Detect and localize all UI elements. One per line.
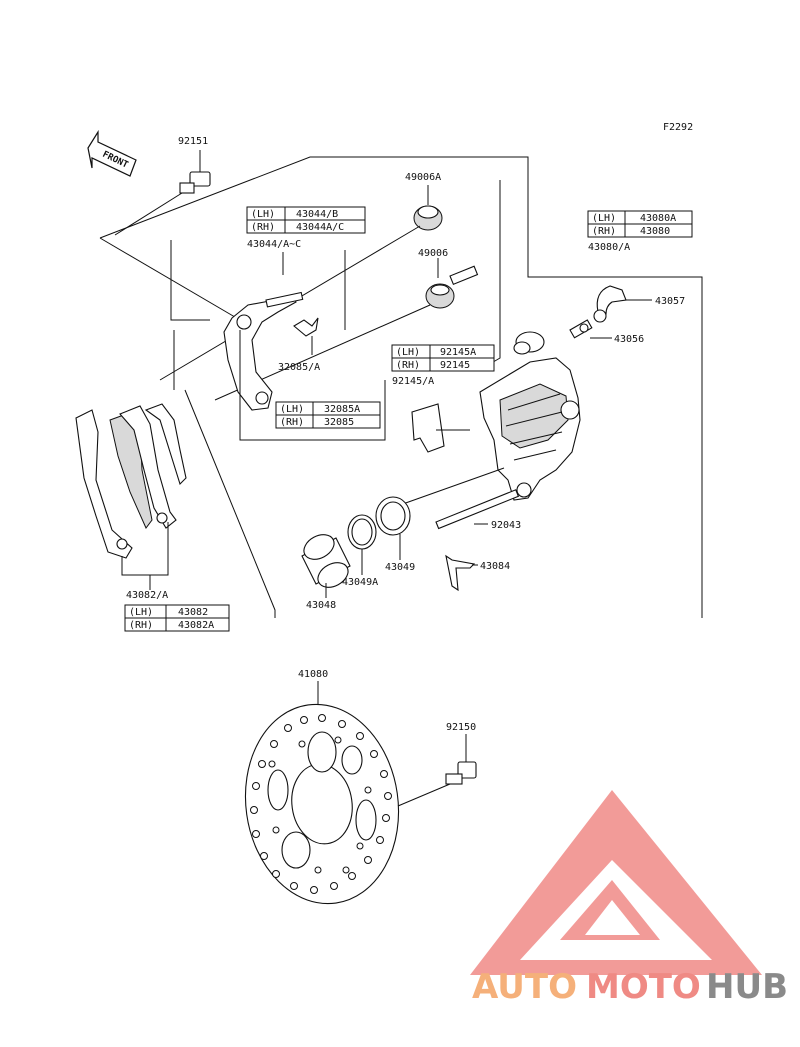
label-92151: 92151 <box>178 136 208 147</box>
t92145-lh-label: (LH) <box>396 347 420 358</box>
t43044-rh-val: 43044A/C <box>296 222 344 233</box>
t32085-rh-val: 32085 <box>324 417 354 428</box>
clip-32085 <box>293 317 319 355</box>
t43080-lh-val: 43080A <box>640 213 676 224</box>
label-43056: 43056 <box>614 334 644 345</box>
watermark-auto: AUTO <box>472 967 577 1007</box>
piston-43048 <box>301 534 351 598</box>
label-43082A: 43082/A <box>126 590 168 601</box>
disc-vent-holes <box>250 714 392 894</box>
label-41080: 41080 <box>298 669 328 680</box>
table-92145: (LH) 92145A (RH) 92145 <box>391 344 495 372</box>
t43044-lh-val: 43044/B <box>296 209 338 220</box>
t43080-lh-label: (LH) <box>592 213 616 224</box>
t32085-lh-label: (LH) <box>280 404 304 415</box>
t92145-rh-val: 92145 <box>440 360 470 371</box>
seal-43049 <box>375 496 411 560</box>
diagram-code: F2292 <box>663 122 693 133</box>
t92145-rh-label: (RH) <box>396 360 420 371</box>
t32085-rh-label: (RH) <box>280 417 304 428</box>
t43080-rh-val: 43080 <box>640 226 670 237</box>
t43082-rh-label: (RH) <box>129 620 153 631</box>
t43082-lh-label: (LH) <box>129 607 153 618</box>
table-32085: (LH) 32085A (RH) 32085 <box>275 401 381 429</box>
brake-pads-43082 <box>75 403 187 590</box>
bolt-92151 <box>114 150 211 236</box>
label-92150: 92150 <box>446 722 476 733</box>
brand-logo-watermark: AUTO MOTO HUB <box>470 790 788 1007</box>
bleeder-valve-43056 <box>569 319 612 339</box>
bolt-92150 <box>397 734 477 807</box>
t43082-rh-val: 43082A <box>178 620 214 631</box>
label-92145A: 92145/A <box>392 376 434 387</box>
pin-92043 <box>399 467 520 530</box>
label-43049: 43049 <box>385 562 415 573</box>
label-49006: 49006 <box>418 248 448 259</box>
label-32085A: 32085/A <box>278 362 320 373</box>
t92145-lh-val: 92145A <box>440 347 476 358</box>
caliper-body <box>479 331 581 501</box>
clip-43084 <box>445 554 478 592</box>
seal-43049A <box>347 514 377 575</box>
watermark-moto: MOTO <box>586 967 701 1007</box>
watermark-hub: HUB <box>706 967 788 1007</box>
bleeder-cap-43057 <box>593 285 652 323</box>
t32085-lh-val: 32085A <box>324 404 360 415</box>
label-43080A: 43080/A <box>588 242 630 253</box>
t43044-rh-label: (RH) <box>251 222 275 233</box>
label-43057: 43057 <box>655 296 685 307</box>
t43044-lh-label: (LH) <box>251 209 275 220</box>
pad-spring-92145 <box>411 403 470 453</box>
label-43044: 43044/A~C <box>247 239 301 250</box>
label-92043: 92043 <box>491 520 521 531</box>
label-43048: 43048 <box>306 600 336 611</box>
caliper-bracket-43044 <box>223 252 386 441</box>
label-43049A: 43049A <box>342 577 378 588</box>
label-43084: 43084 <box>480 561 510 572</box>
table-43080: (LH) 43080A (RH) 43080 <box>587 210 693 238</box>
table-43082: (LH) 43082 (RH) 43082A <box>124 604 230 632</box>
front-arrow-icon: FRONT <box>87 129 137 177</box>
table-43044: (LH) 43044/B (RH) 43044A/C <box>246 206 366 234</box>
boot-49006 <box>214 258 479 401</box>
brake-disc-41080 <box>244 681 400 905</box>
t43080-rh-label: (RH) <box>592 226 616 237</box>
t43082-lh-val: 43082 <box>178 607 208 618</box>
label-49006A: 49006A <box>405 172 441 183</box>
assembly-frame-lines <box>99 156 703 618</box>
